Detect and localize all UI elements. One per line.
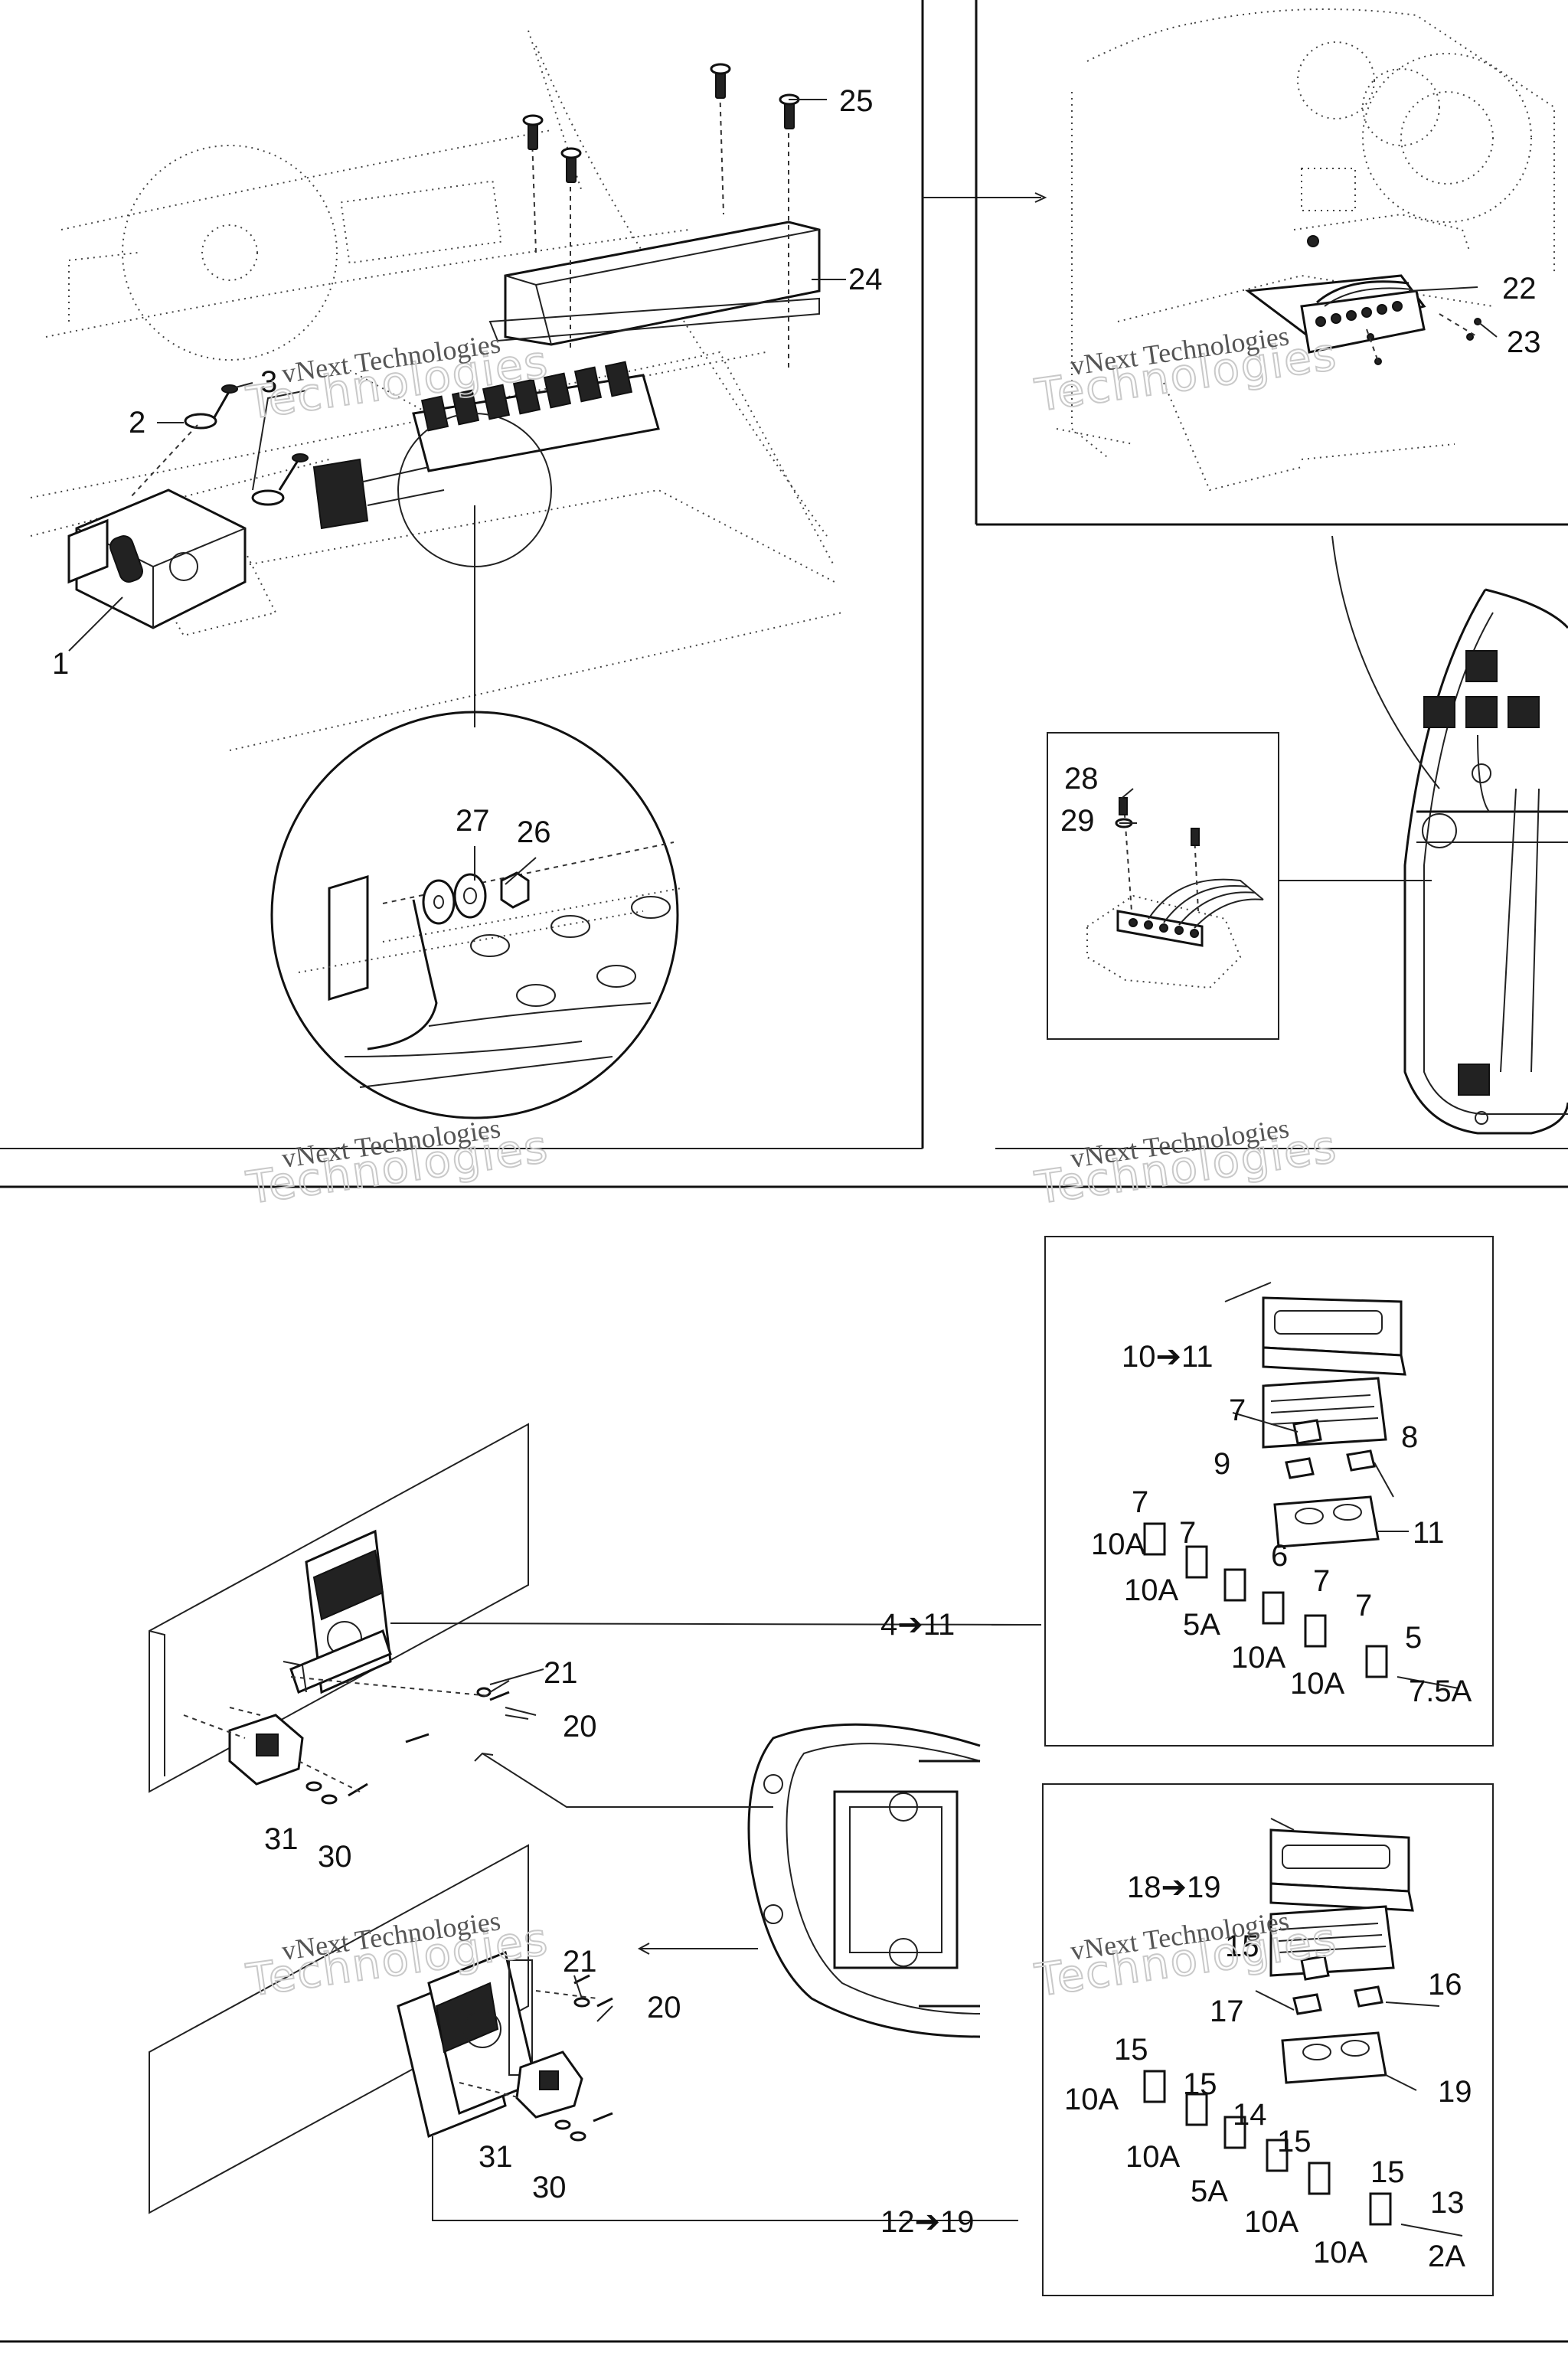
fuse-u-7-amp: 10A <box>1231 1641 1285 1675</box>
fuse-l-6-num: 14 <box>1233 2098 1267 2132</box>
callout-21-lower: 21 <box>563 1945 597 1979</box>
fuse-u-3-num: 11 <box>1413 1516 1445 1550</box>
fuse-u-8-num: 7 <box>1355 1589 1372 1622</box>
fuse-l-3-num: 19 <box>1438 2075 1472 2109</box>
fuse-u-4-amp: 10A <box>1091 1528 1145 1561</box>
boat-top-view <box>1279 535 1568 1135</box>
fuse-l-9-amp: 2A <box>1428 2240 1465 2273</box>
fuse-u-5-amp: 10A <box>1124 1573 1178 1607</box>
callout-21-upper: 21 <box>544 1656 578 1690</box>
fuse-l-1-num: 17 <box>1210 1995 1244 2028</box>
watermarks: Technologies vNext Technologies Technolo… <box>243 320 1341 2007</box>
hull-rear-view <box>474 1723 981 2038</box>
fuse-l-8-num: 15 <box>1370 2155 1405 2189</box>
callout-25: 25 <box>839 84 874 118</box>
fuse-u-5-num: 7 <box>1179 1516 1196 1550</box>
fuse-u-9-num: 5 <box>1405 1621 1422 1655</box>
callout-labels: 25 24 3 2 1 27 26 22 23 28 29 4➔11 12➔19… <box>52 84 1541 2273</box>
fuse-u-0-num: 7 <box>1229 1394 1246 1427</box>
fuse-l-5-num: 15 <box>1183 2067 1217 2101</box>
leader-lines <box>68 99 1498 2237</box>
fuse-u-9-amp: 7.5A <box>1409 1675 1472 1708</box>
fuse-u-8-amp: 10A <box>1290 1667 1344 1701</box>
fuse-box-inset-upper <box>1044 1236 1494 1747</box>
fuse-cover-lower: 18➔19 <box>1127 1871 1221 1904</box>
fuse-u-1-num: 9 <box>1214 1447 1230 1481</box>
fuse-l-4-num: 15 <box>1114 2033 1148 2067</box>
fuse-l-4-amp: 10A <box>1064 2083 1119 2116</box>
fuse-l-0-num: 15 <box>1225 1930 1259 1963</box>
callout-29: 29 <box>1060 804 1095 838</box>
fuse-l-6-amp: 5A <box>1191 2175 1228 2208</box>
fuse-u-6-amp: 5A <box>1183 1608 1220 1642</box>
fuse-u-4-num: 7 <box>1132 1485 1148 1519</box>
callout-30-upper: 30 <box>318 1840 352 1874</box>
callout-20-lower: 20 <box>647 1991 681 2024</box>
callout-3: 3 <box>260 365 277 399</box>
fuse-holder-lower-panel <box>149 1844 1018 2221</box>
callout-24: 24 <box>848 263 883 296</box>
terminal-inset <box>1047 732 1279 1040</box>
fuse-u-2-num: 8 <box>1401 1420 1418 1454</box>
fuse-cover-upper: 10➔11 <box>1122 1340 1214 1374</box>
callout-range-4-11: 4➔11 <box>880 1608 955 1642</box>
callout-23: 23 <box>1507 325 1541 359</box>
dash-module-view <box>30 30 843 1119</box>
callout-31-upper: 31 <box>264 1822 299 1856</box>
helm-view <box>1056 8 1555 492</box>
callout-22: 22 <box>1502 272 1537 306</box>
callout-range-12-19: 12➔19 <box>880 2205 975 2239</box>
fuse-l-7-amp: 10A <box>1244 2205 1298 2239</box>
callout-31-lower: 31 <box>479 2140 513 2174</box>
fuse-l-7-num: 15 <box>1277 2125 1312 2158</box>
fuse-box-inset-lower <box>1042 1783 1494 2296</box>
fuse-l-9-num: 13 <box>1430 2186 1465 2220</box>
callout-1: 1 <box>52 647 69 681</box>
fuse-u-7-num: 7 <box>1313 1564 1330 1598</box>
fuse-l-5-amp: 10A <box>1125 2140 1180 2174</box>
callout-30-lower: 30 <box>532 2171 567 2204</box>
callout-28: 28 <box>1064 762 1099 796</box>
fuse-l-2-num: 16 <box>1428 1968 1462 2001</box>
callout-20-upper: 20 <box>563 1710 597 1743</box>
fuse-l-8-amp: 10A <box>1313 2236 1367 2269</box>
fuse-holder-upper-panel <box>149 1423 1041 1805</box>
callout-2: 2 <box>129 406 145 440</box>
callout-26: 26 <box>517 815 551 849</box>
fuse-u-6-num: 6 <box>1271 1539 1288 1573</box>
callout-27: 27 <box>456 804 490 838</box>
